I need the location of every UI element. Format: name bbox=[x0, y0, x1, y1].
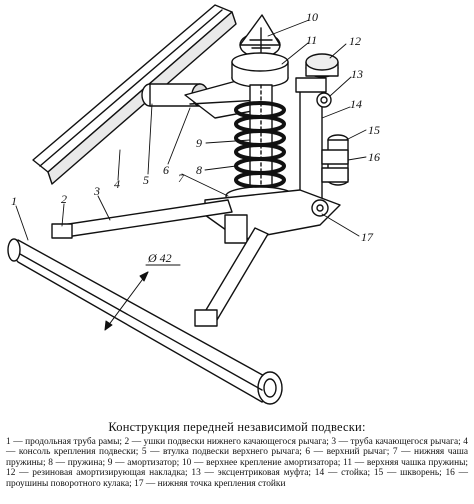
label-11: 11 bbox=[306, 33, 317, 47]
diameter-callout bbox=[104, 264, 181, 331]
label-10: 10 bbox=[306, 10, 318, 24]
label-16: 16 bbox=[368, 150, 380, 164]
label-6: 6 bbox=[163, 163, 169, 177]
part-numbers: 1 2 3 4 5 6 7 8 9 10 11 12 13 14 15 16 1… bbox=[11, 10, 380, 265]
label-13: 13 bbox=[351, 67, 363, 81]
label-4: 4 bbox=[114, 177, 120, 191]
label-17: 17 bbox=[361, 230, 374, 244]
label-12: 12 bbox=[349, 34, 361, 48]
label-9: 9 bbox=[196, 136, 202, 150]
upper-spring-cup bbox=[231, 52, 289, 88]
frame-tube bbox=[7, 238, 283, 405]
upper-arm bbox=[141, 79, 269, 119]
label-1: 1 bbox=[11, 194, 17, 208]
suspension-diagram: 1 2 3 4 5 6 7 8 9 10 11 12 13 14 15 16 1… bbox=[7, 4, 380, 405]
label-14: 14 bbox=[350, 97, 362, 111]
label-8: 8 bbox=[196, 163, 202, 177]
lower-bracket bbox=[204, 189, 341, 244]
leader-lines bbox=[15, 19, 367, 241]
kingpin bbox=[321, 134, 349, 186]
label-5: 5 bbox=[143, 173, 149, 187]
shock-top-mount bbox=[239, 14, 281, 58]
figure-legend: 1 — продольная труба рамы; 2 — ушки подв… bbox=[6, 437, 468, 489]
eye-brackets bbox=[51, 223, 218, 327]
strut bbox=[295, 53, 339, 211]
diameter-label: Ø 42 bbox=[147, 251, 172, 265]
label-2: 2 bbox=[61, 192, 67, 206]
label-3: 3 bbox=[93, 184, 100, 198]
spring bbox=[234, 101, 286, 189]
label-7: 7 bbox=[178, 171, 185, 185]
figure-caption: Конструкция передней независимой подвеск… bbox=[108, 420, 366, 434]
label-15: 15 bbox=[368, 123, 380, 137]
